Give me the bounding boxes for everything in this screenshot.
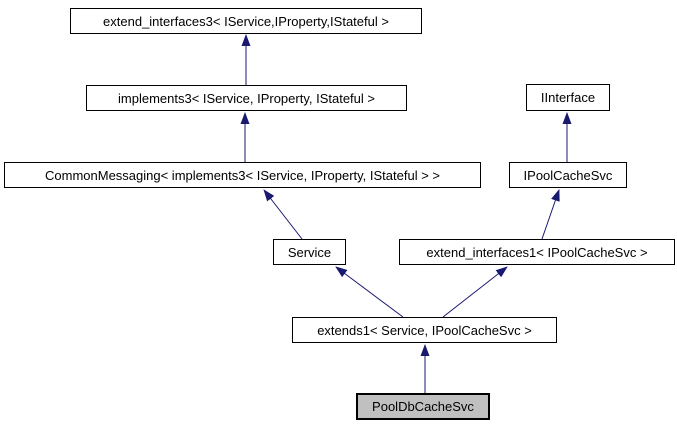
edge-extend-interfaces1-to-ipoolcachesvc <box>541 189 560 240</box>
node-ipoolcachesvc[interactable]: IPoolCacheSvc <box>509 162 627 188</box>
node-service[interactable]: Service <box>273 239 346 265</box>
edge-service-to-commonmessaging <box>263 189 303 240</box>
edge-extends1-to-extend-interfaces1 <box>442 266 508 318</box>
node-extend-interfaces3[interactable]: extend_interfaces3< IService,IProperty,I… <box>70 8 422 34</box>
node-pooldbcachesvc-current: PoolDbCacheSvc <box>356 393 490 420</box>
node-extend-interfaces1[interactable]: extend_interfaces1< IPoolCacheSvc > <box>399 239 675 265</box>
edge-extends1-to-service <box>335 266 404 318</box>
node-iinterface[interactable]: IInterface <box>526 84 610 111</box>
node-commonmessaging[interactable]: CommonMessaging< implements3< IService, … <box>4 162 481 188</box>
node-extends1[interactable]: extends1< Service, IPoolCacheSvc > <box>292 317 557 343</box>
node-implements3[interactable]: implements3< IService, IProperty, IState… <box>86 85 407 111</box>
